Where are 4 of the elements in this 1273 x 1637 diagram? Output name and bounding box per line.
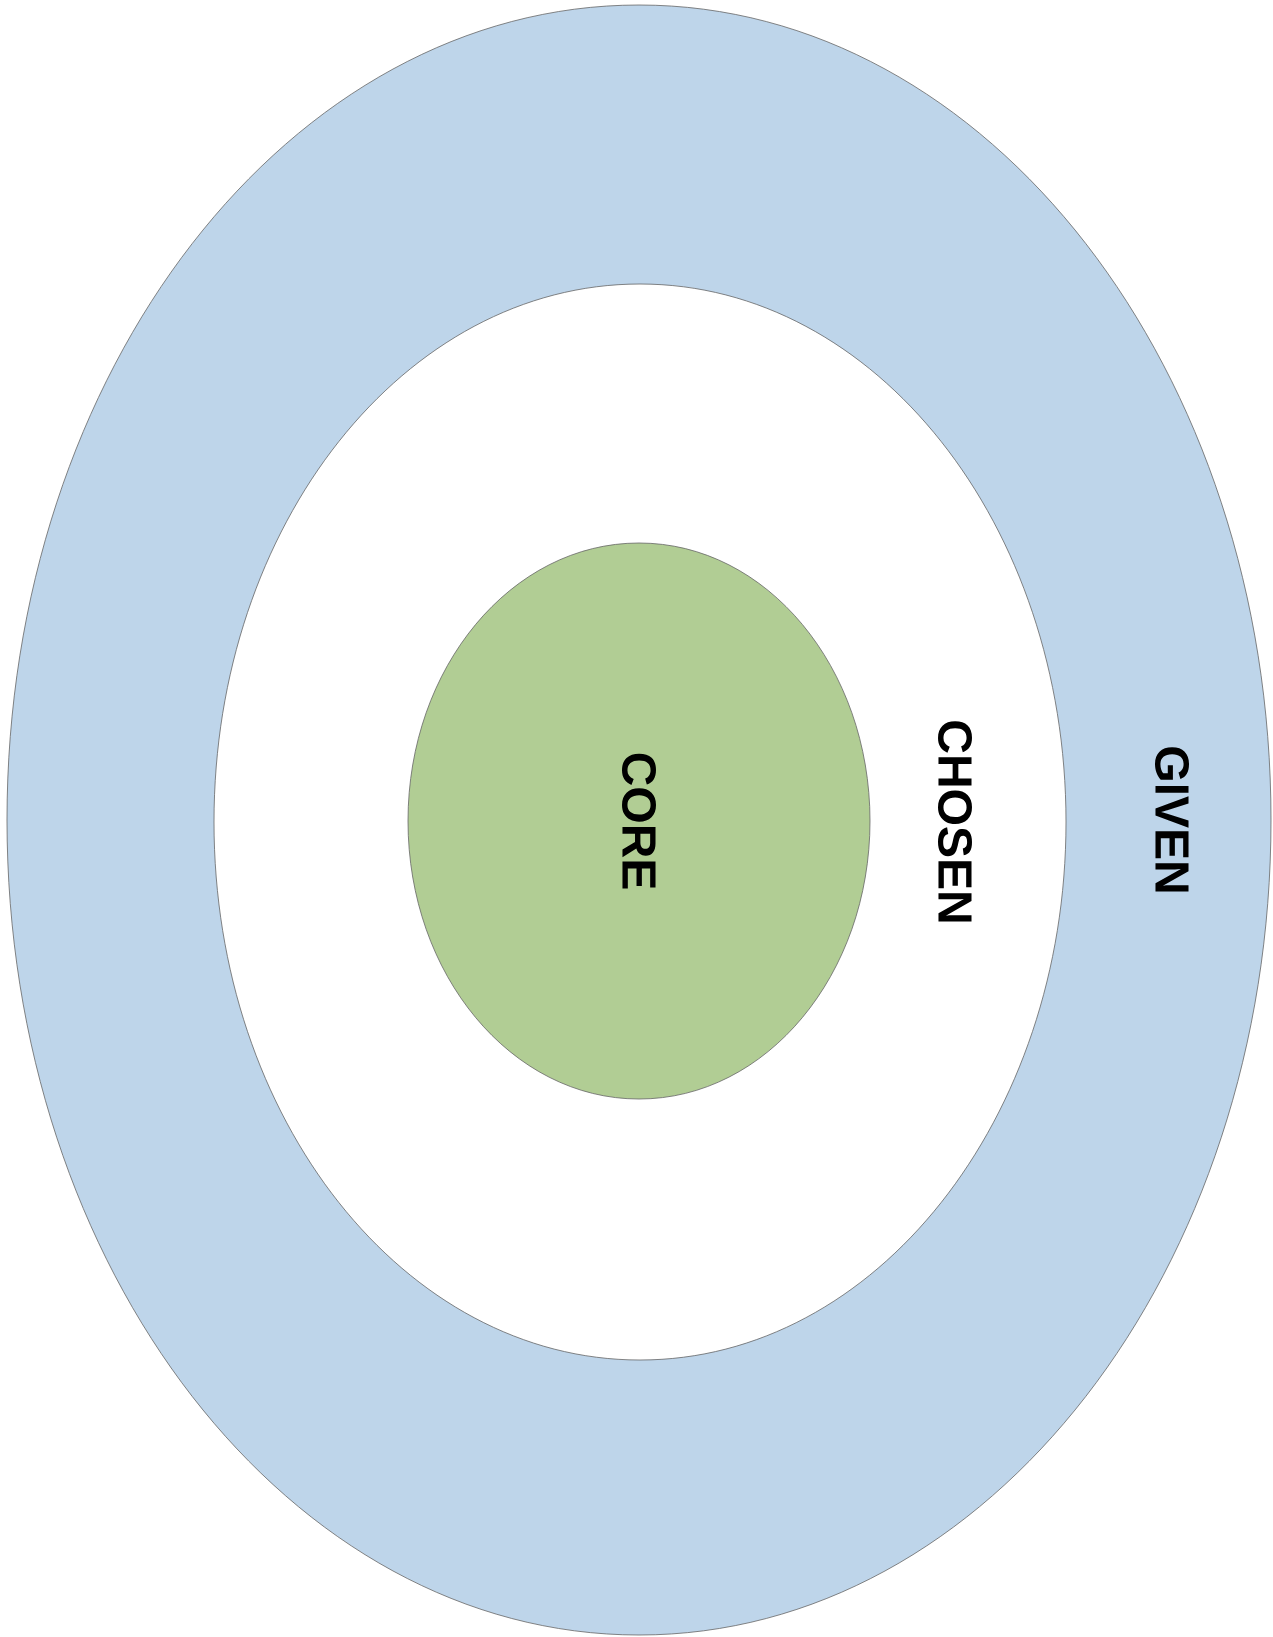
ring-label: CHOSEN (938, 721, 972, 922)
core-ellipse (407, 542, 871, 1100)
ring-label: GIVEN (1155, 747, 1189, 892)
ring-label: CORE (622, 753, 656, 889)
